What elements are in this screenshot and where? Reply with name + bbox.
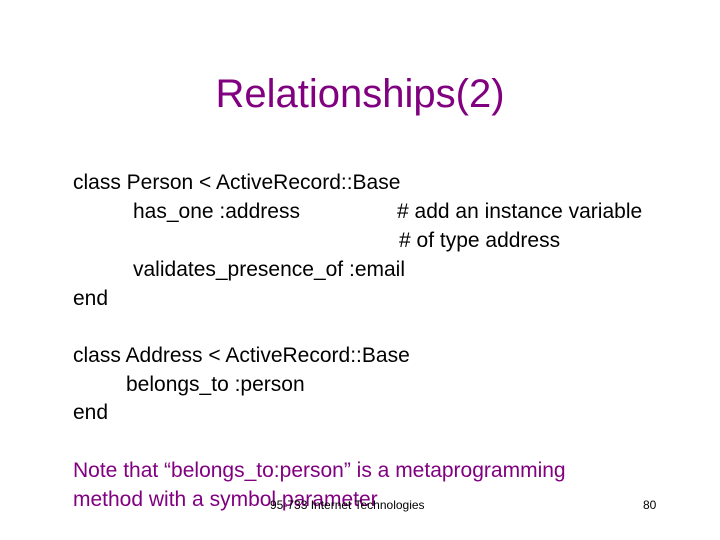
code-line-person-class: class Person < ActiveRecord::Base	[73, 171, 401, 194]
code-line-belongs-to: belongs_to :person	[126, 373, 305, 396]
note-line-2: method with a symbol parameter	[73, 488, 378, 511]
code-comment-instance-variable: # add an instance variable	[397, 200, 643, 223]
code-comment-type-address: # of type address	[399, 229, 561, 252]
code-line-end-address: end	[73, 401, 109, 424]
code-line-has-one: has_one :address	[133, 200, 300, 223]
code-line-address-class: class Address < ActiveRecord::Base	[73, 344, 410, 367]
slide-title: Relationships(2)	[215, 72, 505, 116]
note-line-1: Note that “belongs_to:person” is a metap…	[73, 459, 566, 482]
code-line-end-person: end	[73, 287, 109, 310]
footer-course: 95-733 Internet Technologies	[270, 498, 425, 512]
page-number: 80	[643, 498, 657, 512]
code-line-validates: validates_presence_of :email	[133, 258, 405, 281]
